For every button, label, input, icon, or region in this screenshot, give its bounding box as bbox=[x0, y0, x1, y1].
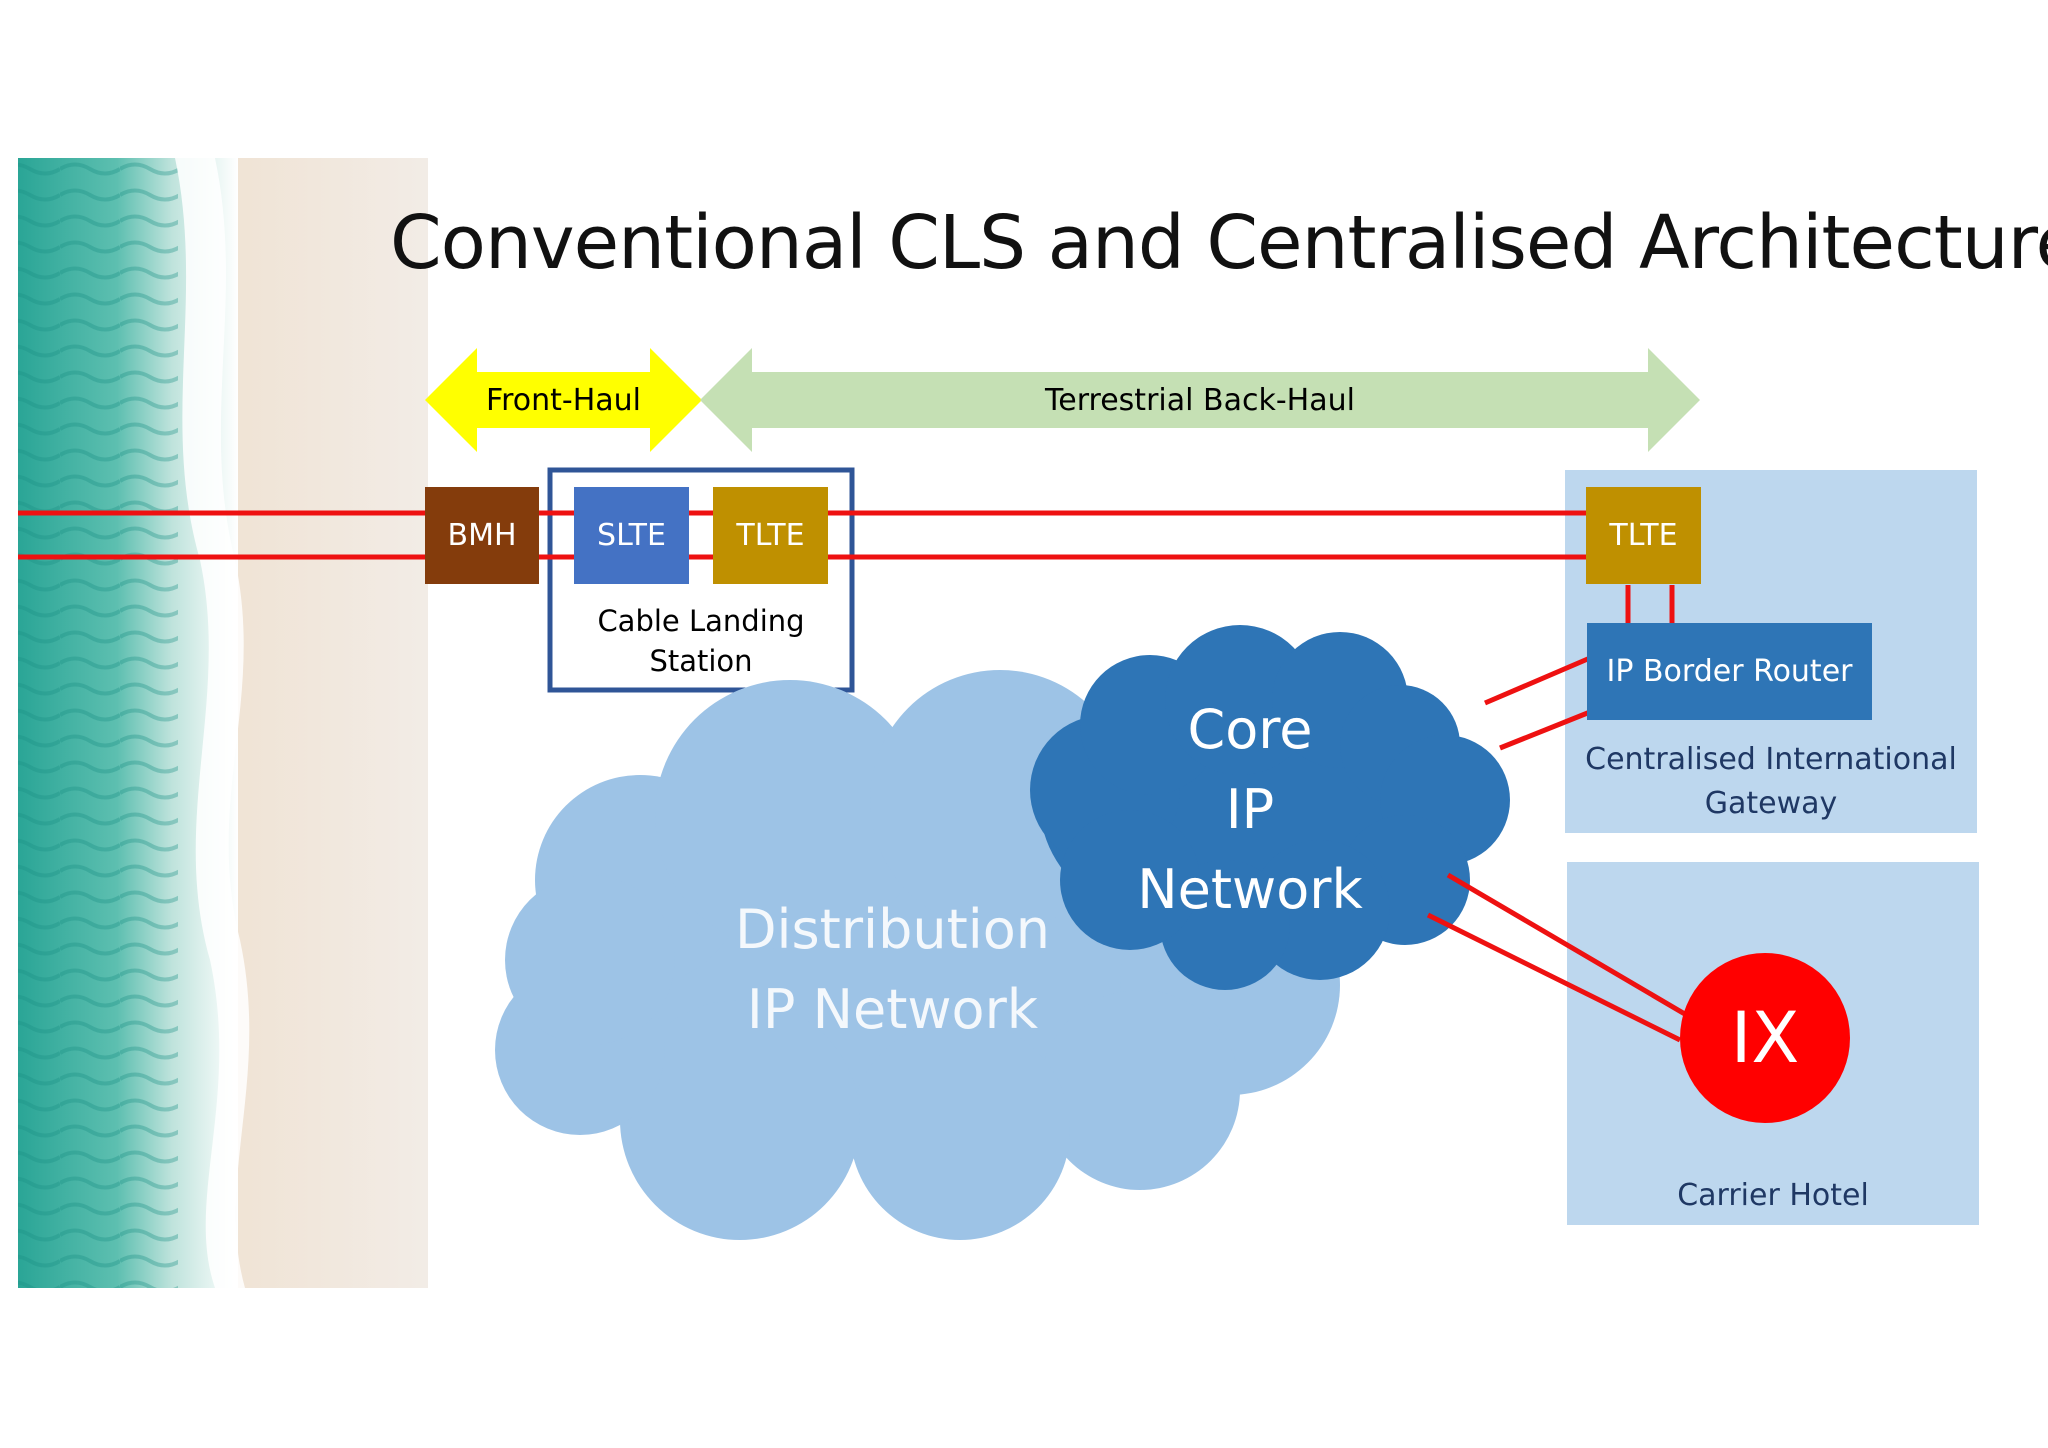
ix-label: IX bbox=[1730, 997, 1800, 1079]
tlte-station-label: TLTE bbox=[736, 518, 805, 553]
core-cloud bbox=[1030, 625, 1510, 990]
core-cloud-label: Core IP Network bbox=[1137, 698, 1363, 921]
carrier-hotel-label: Carrier Hotel bbox=[1677, 1177, 1869, 1213]
core-ix-link-b bbox=[1426, 912, 1682, 1043]
border-router-label: IP Border Router bbox=[1606, 654, 1853, 689]
distribution-cloud-label: Distribution IP Network bbox=[734, 898, 1051, 1041]
core-ix-link-a bbox=[1446, 872, 1697, 1023]
ix-circle bbox=[1680, 953, 1850, 1123]
bmh-label: BMH bbox=[447, 518, 517, 553]
back-haul-arrow bbox=[700, 348, 1700, 452]
page-title: Conventional CLS and Centralised Archite… bbox=[390, 200, 2048, 286]
cable-landing-station-label: Cable Landing Station bbox=[597, 604, 805, 678]
back-haul-label: Terrestrial Back-Haul bbox=[1045, 382, 1355, 418]
gateway-label: Centralised International Gateway bbox=[1585, 742, 1957, 821]
bmh-box bbox=[425, 487, 539, 584]
tlte-station-box bbox=[713, 487, 828, 584]
core-router-link-b bbox=[1499, 709, 1591, 751]
beach-photo bbox=[18, 158, 428, 1288]
tlte-gateway-box bbox=[1586, 487, 1701, 584]
tlte-gateway-label: TLTE bbox=[1609, 518, 1678, 553]
border-router-box bbox=[1587, 623, 1872, 720]
slte-label: SLTE bbox=[597, 518, 666, 553]
slte-box bbox=[574, 487, 689, 584]
core-router-link-a bbox=[1484, 655, 1591, 706]
front-haul-arrow bbox=[425, 348, 702, 452]
front-haul-label: Front-Haul bbox=[486, 382, 641, 418]
